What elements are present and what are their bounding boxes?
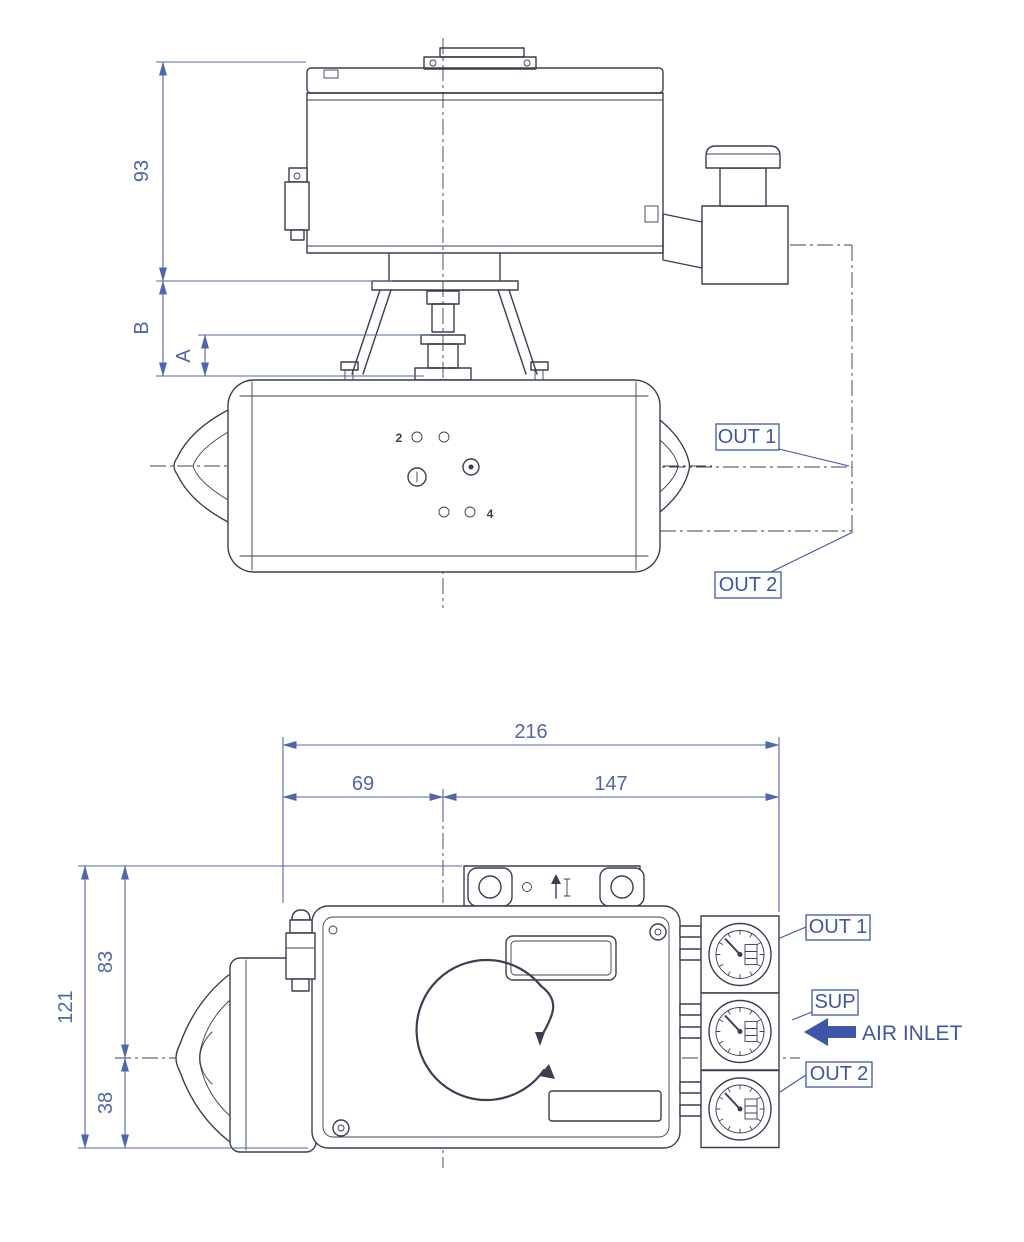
mounting-bracket-side — [340, 252, 549, 381]
actuator-side-view: 2 4 — [173, 379, 691, 573]
orientation-arrow-icon — [551, 874, 571, 899]
rotation-arrow — [415, 958, 555, 1102]
out1-label-bottom: OUT 1 — [809, 916, 868, 938]
dim-69: 69 — [282, 773, 444, 820]
air-inlet-callout: AIR INLET — [804, 1018, 963, 1046]
exhaust-vent — [662, 145, 789, 285]
nameplate — [548, 1090, 662, 1122]
gauge-manifold — [679, 925, 702, 1117]
dim-216-text: 216 — [514, 721, 547, 743]
sup-callout: SUP — [791, 989, 859, 1021]
dim-216: 216 — [282, 721, 780, 912]
cable-gland-side — [284, 167, 310, 241]
dim-83-text: 83 — [95, 951, 117, 973]
dim-38: 38 — [95, 1057, 130, 1149]
dim-93: 93 — [131, 61, 392, 282]
sup-label: SUP — [814, 991, 855, 1013]
actuator-ports: 2 4 — [396, 431, 494, 521]
top-view: 2 4 93 B A OUT 1 — [131, 38, 854, 608]
dim-b-text: B — [131, 321, 153, 334]
out2-callout-bottom: OUT 2 — [779, 1061, 873, 1093]
out1-callout-top: OUT 1 — [715, 423, 850, 467]
dim-83: 83 — [95, 865, 130, 1059]
dim-a: A — [173, 334, 430, 377]
dim-69-text: 69 — [352, 773, 374, 795]
dim-147-text: 147 — [594, 773, 627, 795]
out1-callout-bottom: OUT 1 — [779, 914, 871, 941]
dim-a-text: A — [173, 349, 195, 363]
actuator-end-plan — [175, 957, 317, 1153]
cable-gland-plan — [285, 909, 316, 992]
out1-label-top: OUT 1 — [718, 426, 777, 448]
positioner-side-view — [284, 47, 789, 285]
pressure-gauge-out1 — [700, 915, 780, 994]
out2-label-bottom: OUT 2 — [810, 1063, 869, 1085]
out2-callout-top: OUT 2 — [714, 531, 854, 599]
mounting-bracket-plan — [463, 865, 645, 907]
air-inlet-arrow-icon — [804, 1018, 856, 1046]
dim-121: 121 — [55, 865, 462, 1149]
dim-b: B — [131, 280, 424, 377]
dim-93-text: 93 — [131, 160, 153, 182]
dim-121-text: 121 — [55, 990, 77, 1023]
pressure-gauge-out2 — [700, 1069, 780, 1149]
dim-38-text: 38 — [95, 1092, 117, 1114]
pressure-gauge-supply — [700, 992, 780, 1071]
port-2-label: 2 — [396, 431, 403, 445]
display-window — [505, 935, 617, 981]
positioner-plan — [285, 905, 681, 1149]
air-inlet-label: AIR INLET — [862, 1022, 963, 1045]
coupling-shaft — [414, 290, 472, 381]
dim-147: 147 — [442, 773, 780, 802]
out2-label-top: OUT 2 — [719, 574, 778, 596]
bottom-view: 216 69 147 121 83 38 — [55, 721, 963, 1168]
port-4-label: 4 — [487, 507, 494, 521]
